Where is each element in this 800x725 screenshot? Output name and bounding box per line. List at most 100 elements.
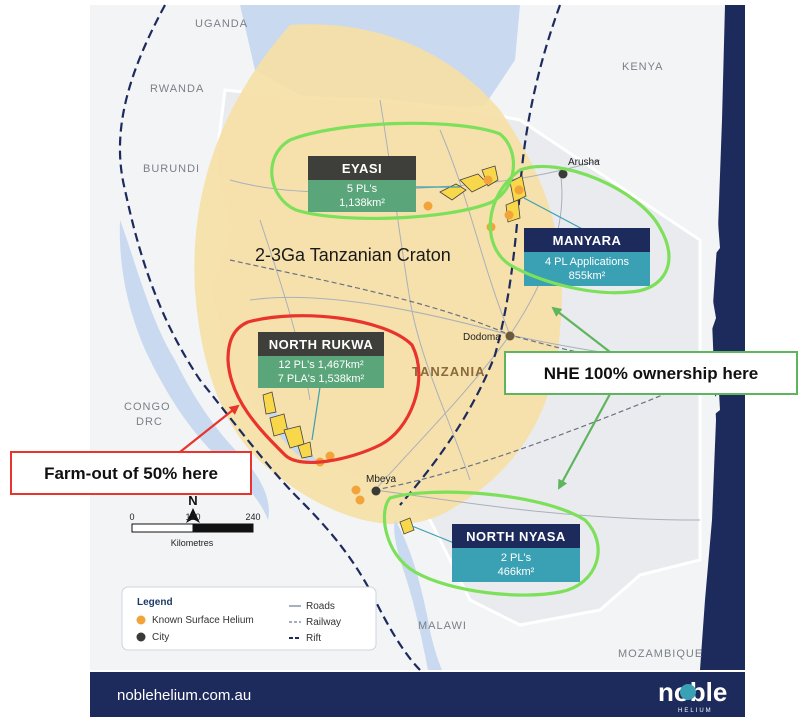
ownership-arrow	[558, 393, 611, 490]
north-rukwa-outline	[226, 314, 421, 465]
city-label-arusha: Arusha	[568, 157, 600, 168]
legend-roads-label: Roads	[306, 601, 335, 612]
country-label-congo: CONGO	[124, 401, 171, 413]
lake-nyasa	[394, 520, 442, 670]
north-nyasa-title: NORTH NYASA	[466, 529, 566, 544]
hand-drawn-outlines	[226, 121, 671, 597]
country-label-tanzania: TANZANIA	[412, 364, 485, 379]
city-label-mbeya: Mbeya	[366, 474, 396, 485]
city-dot-mbeya	[371, 486, 381, 496]
manyara-box: MANYARA 4 PL Applications 855km²	[524, 228, 650, 286]
country-label-uganda: UGANDA	[195, 18, 248, 30]
country-label-mozambique: MOZAMBIQUE	[618, 648, 703, 660]
ownership-callout: NHE 100% ownership here	[504, 306, 798, 490]
manyara-licences: 4 PL Applications	[545, 256, 629, 268]
legend-city-label: City	[152, 632, 169, 643]
legend-railway-label: Railway	[306, 617, 341, 628]
manyara-title-bar	[524, 228, 650, 252]
footer-url: noblehelium.com.au	[117, 687, 251, 704]
manyara-title: MANYARA	[553, 233, 622, 248]
legend-title: Legend	[137, 597, 173, 608]
eyasi-box: EYASI 5 PL's 1,138km²	[308, 156, 416, 212]
manyara-area: 855km²	[569, 270, 606, 282]
connector-north-nyasa	[411, 525, 455, 544]
eyasi-title: EYASI	[342, 161, 382, 176]
scale-bar: N 0 120 240 Kilometres	[129, 493, 260, 548]
north-nyasa-licences: 2 PL's	[501, 552, 532, 564]
north-nyasa-outline	[382, 490, 600, 597]
licence-block-rukwa	[262, 391, 277, 415]
scale-tick-0: 0	[129, 512, 134, 522]
craton-area	[194, 24, 562, 525]
farmout-callout-box	[10, 451, 252, 495]
craton-label: 2-3Ga Tanzanian Craton	[255, 245, 451, 265]
licence-block-rukwa	[297, 441, 313, 459]
country-label-drc: DRC	[136, 416, 163, 428]
north-nyasa-box: NORTH NYASA 2 PL's 466km²	[452, 524, 580, 582]
legend-city-icon	[136, 632, 146, 642]
footer: noblehelium.com.au noble HELIUM	[90, 672, 745, 717]
country-label-burundi: BURUNDI	[143, 163, 200, 175]
north-nyasa-body	[452, 548, 580, 582]
road	[439, 129, 511, 336]
legend: Legend Known Surface Helium City Roads R…	[121, 586, 377, 651]
helium-point	[514, 185, 524, 195]
country-label-kenya: KENYA	[622, 61, 663, 73]
footer-bar	[90, 672, 745, 717]
ownership-callout-box	[504, 351, 798, 395]
north-arrow-label: N	[188, 493, 197, 508]
western-rift	[118, 4, 421, 671]
mafia-island	[714, 392, 720, 414]
scale-tick-120: 120	[185, 512, 200, 522]
brand-logo-sub: HELIUM	[678, 708, 713, 714]
scale-segment-white	[131, 523, 194, 533]
country-label-malawi: MALAWI	[418, 620, 467, 632]
legend-helium-label: Known Surface Helium	[152, 615, 254, 626]
helium-point	[504, 210, 514, 220]
indian-ocean	[700, 5, 745, 670]
north-rukwa-title-bar	[258, 332, 384, 356]
brand-logo-icon	[680, 684, 696, 700]
north-rukwa-box: NORTH RUKWA 12 PL's 1,467km² 7 PLA's 1,5…	[258, 332, 384, 388]
eyasi-title-bar	[308, 156, 416, 180]
licence-block-nyasa	[399, 517, 415, 535]
scale-unit: Kilometres	[171, 538, 214, 548]
helium-point	[325, 451, 335, 461]
helium-point	[355, 495, 365, 505]
north-rukwa-body	[258, 356, 384, 388]
legend-helium-icon	[136, 615, 146, 625]
city-dot-dodoma	[505, 331, 515, 341]
scale-segment-black	[192, 523, 254, 533]
country-label-rwanda: RWANDA	[150, 83, 204, 95]
north-rukwa-title: NORTH RUKWA	[269, 337, 374, 352]
manyara-outline	[488, 164, 671, 295]
legend-rift-label: Rift	[306, 633, 321, 644]
helium-point	[483, 175, 493, 185]
ownership-arrow	[551, 306, 611, 353]
legend-box	[121, 586, 377, 651]
zanzibar-island	[705, 295, 716, 338]
helium-point	[351, 485, 361, 495]
north-rukwa-licences: 12 PL's 1,467km²	[278, 359, 364, 371]
ownership-callout-text: NHE 100% ownership here	[544, 364, 758, 383]
north-nyasa-title-bar	[452, 524, 580, 548]
farmout-callout: Farm-out of 50% here	[10, 404, 252, 495]
pemba-island	[712, 222, 720, 256]
railway	[374, 379, 701, 491]
eyasi-outline	[270, 121, 515, 221]
farmout-callout-text: Farm-out of 50% here	[44, 464, 218, 483]
city-dot-arusha	[558, 169, 568, 179]
north-rukwa-applications: 7 PLA's 1,538km²	[278, 373, 365, 385]
lake-tanganyika	[119, 220, 269, 520]
eyasi-licences: 5 PL's	[347, 183, 378, 195]
eastern-rift	[399, 4, 562, 506]
cities: Arusha Dodoma Mbeya	[366, 157, 600, 496]
connector-manyara	[523, 197, 589, 233]
box-connectors	[311, 186, 589, 544]
eyasi-body	[308, 180, 416, 212]
helium-point	[423, 201, 433, 211]
city-label-dodoma: Dodoma	[463, 332, 501, 343]
north-nyasa-area: 466km²	[498, 566, 535, 578]
